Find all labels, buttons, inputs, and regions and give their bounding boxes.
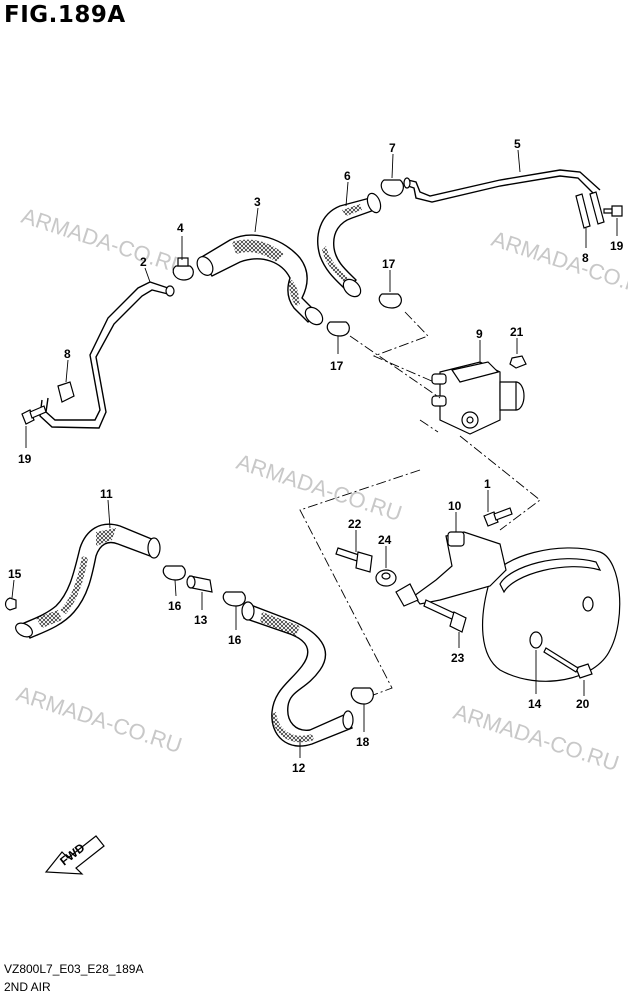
pipe-5 xyxy=(403,169,601,203)
hose-6 xyxy=(317,192,382,298)
assembly-line xyxy=(299,469,421,701)
hose-12 xyxy=(241,601,354,747)
assembly-line xyxy=(372,311,435,383)
callout-8-right: 8 xyxy=(582,251,589,265)
callout-19-right: 19 xyxy=(610,239,624,253)
bolt-19-right xyxy=(603,205,623,217)
watermark: ARMADA-CO.RU xyxy=(13,681,185,758)
assembly-line xyxy=(349,335,441,399)
callout-16-right: 16 xyxy=(228,633,242,647)
bracket-10 xyxy=(413,531,507,605)
clamp-18 xyxy=(350,687,374,705)
clamp-17-lower xyxy=(326,321,350,337)
bolt-1 xyxy=(483,507,513,527)
callout-12: 12 xyxy=(292,761,306,775)
assembly-line xyxy=(419,419,439,433)
clamp-17-upper xyxy=(378,293,402,309)
bolt-23 xyxy=(423,599,467,633)
callout-21: 21 xyxy=(510,325,524,339)
fwd-arrow-icon: FWD xyxy=(44,835,105,875)
callout-9: 9 xyxy=(476,327,483,341)
callout-18: 18 xyxy=(356,735,370,749)
callout-4: 4 xyxy=(177,221,184,235)
callout-17-upper: 17 xyxy=(382,257,396,271)
valve-9 xyxy=(431,361,525,435)
callout-7: 7 xyxy=(389,141,396,155)
nut-21 xyxy=(509,355,527,369)
watermark: ARMADA-CO.RU xyxy=(233,449,405,526)
watermark: ARMADA-CO.RU xyxy=(18,203,190,280)
callout-24: 24 xyxy=(378,533,392,547)
callout-1: 1 xyxy=(484,477,491,491)
assembly-line xyxy=(459,435,541,531)
clamp-16-right xyxy=(222,591,246,607)
callout-14: 14 xyxy=(528,697,542,711)
clamp-16-left xyxy=(162,565,186,581)
connector-13 xyxy=(186,575,213,593)
drawing-code: VZ800L7_E03_E28_189A xyxy=(4,962,144,976)
pipe-2 xyxy=(39,281,175,429)
gasket xyxy=(395,583,419,607)
grommet-24 xyxy=(375,569,397,587)
callout-2: 2 xyxy=(140,255,147,269)
callout-13: 13 xyxy=(194,613,208,627)
callout-20: 20 xyxy=(576,697,590,711)
callout-15: 15 xyxy=(8,567,22,581)
bracket-8-left xyxy=(57,381,75,403)
callout-10: 10 xyxy=(448,499,462,513)
bolt-22 xyxy=(335,547,373,573)
callout-23: 23 xyxy=(451,651,465,665)
callout-22: 22 xyxy=(348,517,362,531)
bolt-19-left xyxy=(21,405,47,425)
callout-6: 6 xyxy=(344,169,351,183)
bolt-20 xyxy=(543,647,593,679)
watermark: ARMADA-CO.RU xyxy=(488,226,628,303)
callout-16-left: 16 xyxy=(168,599,182,613)
clip-15 xyxy=(4,597,17,611)
figure-title: FIG.189A xyxy=(4,2,126,28)
housing-14 xyxy=(482,547,621,682)
hose-3 xyxy=(196,234,324,326)
callout-17-lower: 17 xyxy=(330,359,344,373)
leader-lines xyxy=(11,149,618,758)
bracket-8-right xyxy=(575,191,605,229)
callout-5: 5 xyxy=(514,137,521,151)
callout-3: 3 xyxy=(254,195,261,209)
clamp-7 xyxy=(380,179,404,197)
callout-8-left: 8 xyxy=(64,347,71,361)
clamp-4 xyxy=(172,257,194,281)
hose-11 xyxy=(15,523,161,639)
drawing-subtitle: 2ND AIR xyxy=(4,980,51,994)
callout-19-left: 19 xyxy=(18,452,32,466)
callout-11: 11 xyxy=(100,487,113,501)
